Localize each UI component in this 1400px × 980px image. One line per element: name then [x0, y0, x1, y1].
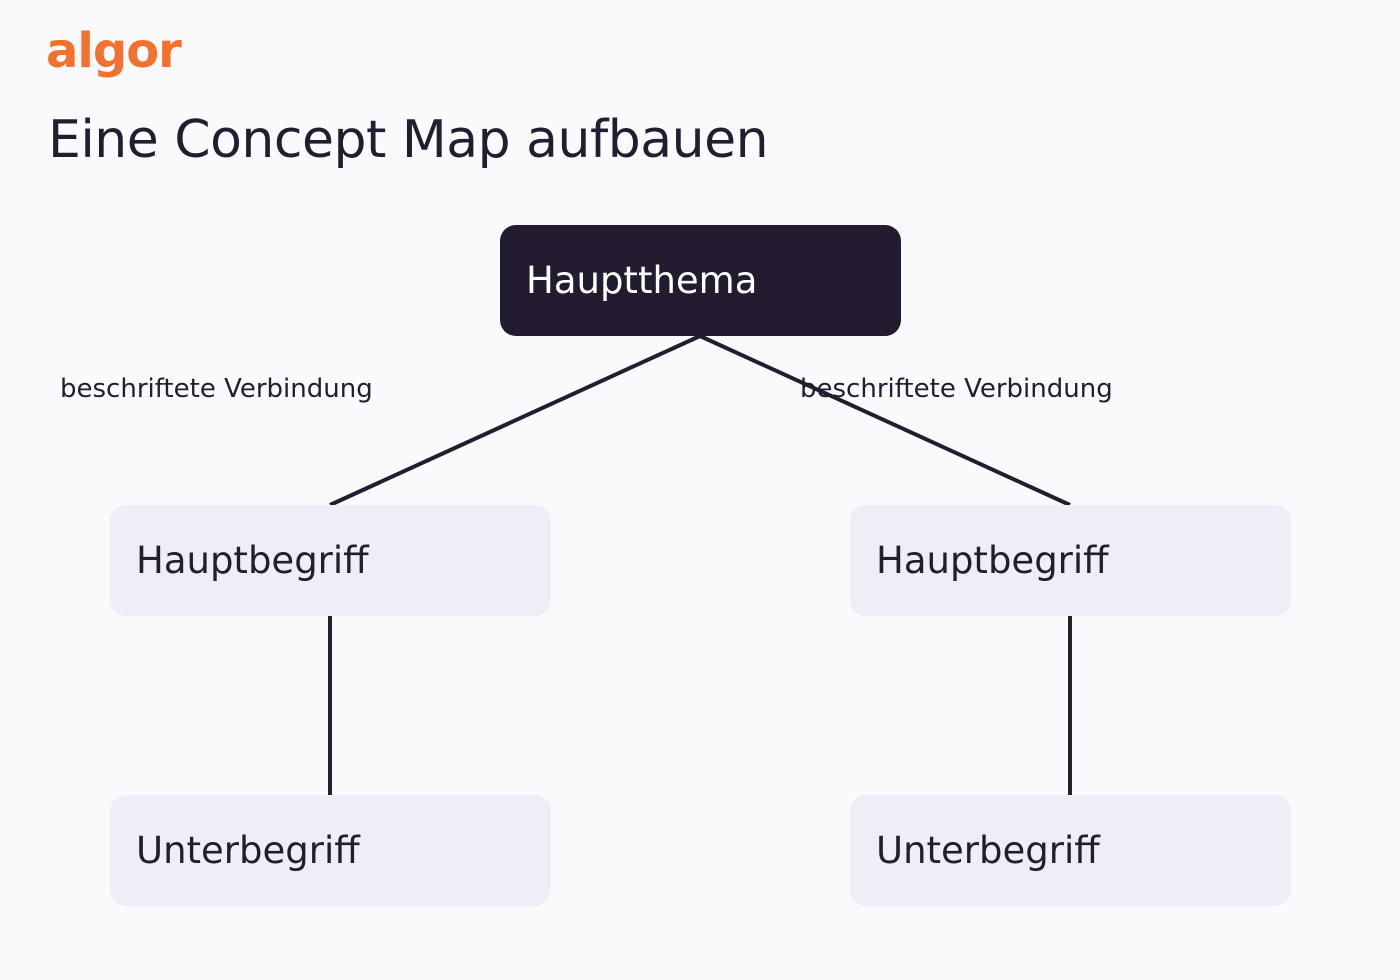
- logo-wordmark: algor: [46, 23, 182, 79]
- main-concept-label-left: Hauptbegriff: [136, 539, 369, 582]
- connector-main-to-left-concept: [329, 334, 701, 507]
- sub-concept-node-left: Unterbegriff: [110, 795, 551, 906]
- link-label-right: beschriftete Verbindung: [800, 374, 1113, 404]
- sub-concept-label-right: Unterbegriff: [876, 829, 1100, 872]
- sub-concept-node-right: Unterbegriff: [850, 795, 1291, 906]
- link-label-left: beschriftete Verbindung: [60, 374, 373, 404]
- page-title: Eine Concept Map aufbauen: [48, 110, 769, 170]
- main-concept-label-right: Hauptbegriff: [876, 539, 1109, 582]
- algor-logo: algor: [46, 16, 182, 86]
- main-concept-node-left: Hauptbegriff: [110, 505, 551, 616]
- main-concept-node-right: Hauptbegriff: [850, 505, 1291, 616]
- main-topic-node: Hauptthema: [500, 225, 901, 336]
- main-topic-label: Hauptthema: [526, 259, 758, 302]
- connector-main-to-right-concept: [699, 334, 1071, 507]
- sub-concept-label-left: Unterbegriff: [136, 829, 360, 872]
